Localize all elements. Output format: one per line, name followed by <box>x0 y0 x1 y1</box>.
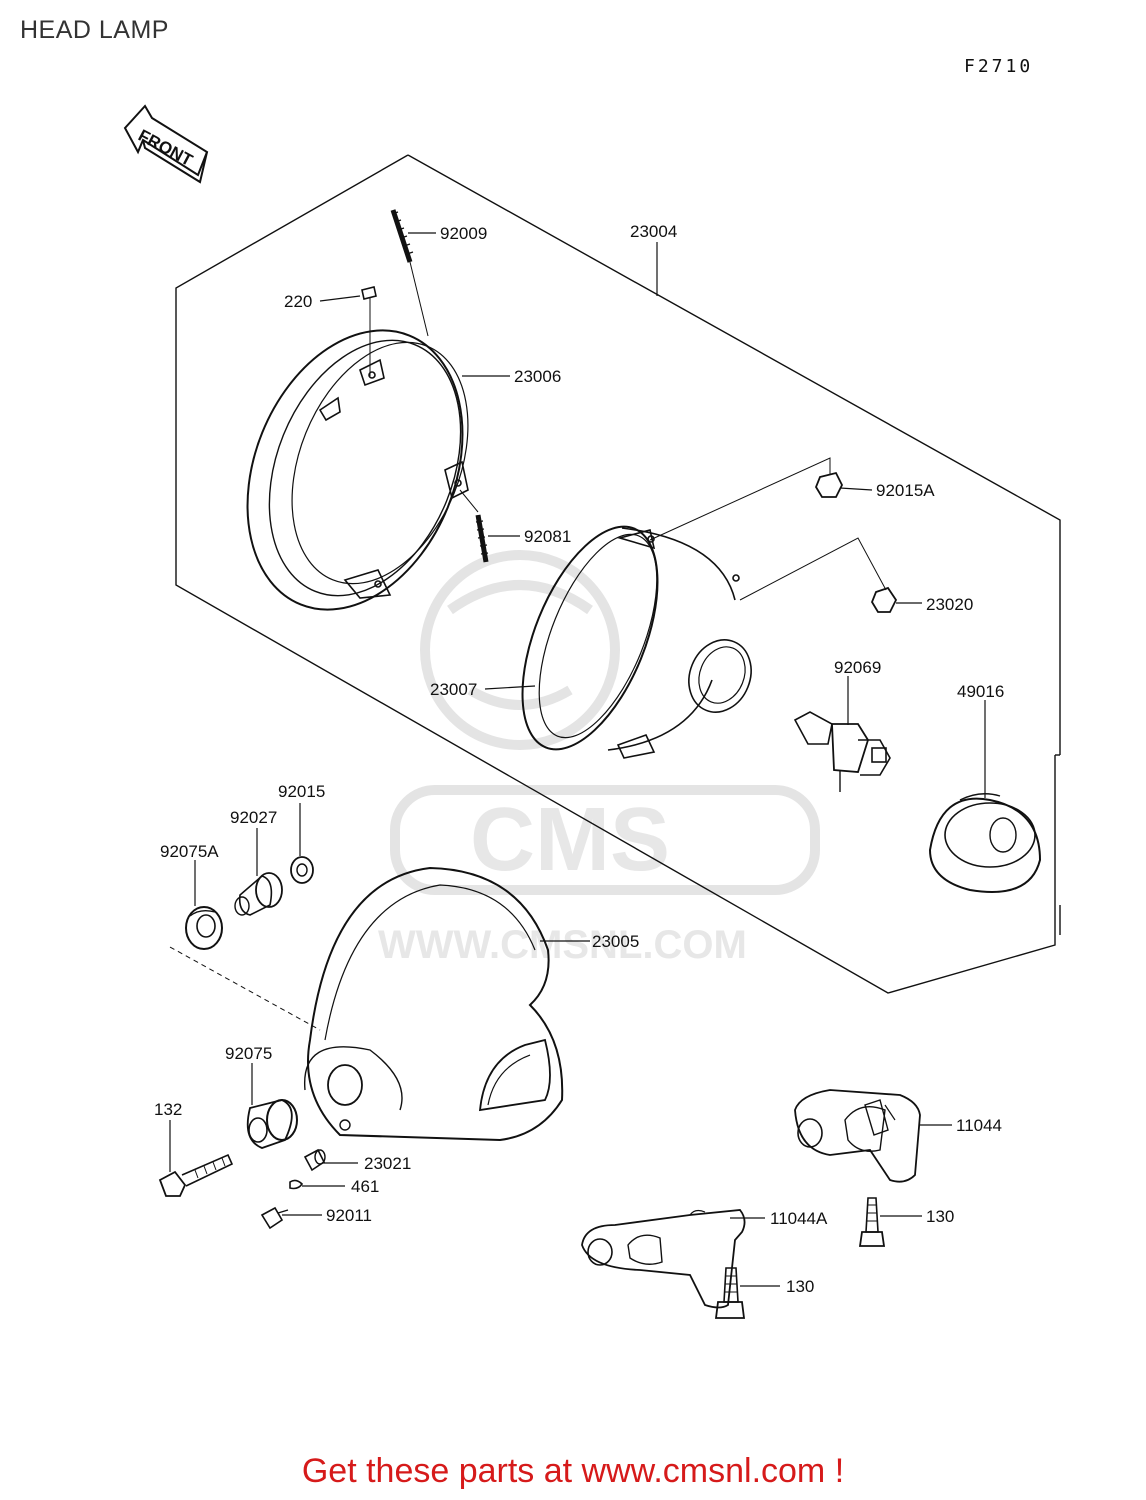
figure-code: F2710 <box>964 56 1034 77</box>
bracket-11044a <box>581 1209 746 1309</box>
part-label: 92015 <box>278 782 325 801</box>
nut-92015 <box>290 856 314 884</box>
footer-link[interactable]: Get these parts at www.cmsnl.com ! <box>301 1452 845 1490</box>
nut-23020 <box>870 586 898 613</box>
page-title: HEAD LAMP <box>20 16 169 44</box>
clip-461 <box>289 1179 304 1190</box>
part-label: 92015A <box>876 481 935 500</box>
part-label: 92027 <box>230 808 277 827</box>
bulb-92069 <box>793 711 891 792</box>
part-label: 11044A <box>770 1209 828 1228</box>
grommet-92075a <box>185 906 223 950</box>
part-label: 461 <box>351 1177 379 1196</box>
bolt-130-upper <box>858 1197 886 1247</box>
watermark-logo: CMS <box>470 790 670 890</box>
headlamp-housing-23005 <box>304 866 564 1142</box>
nut-92015a <box>814 471 844 498</box>
part-label: 92081 <box>524 527 571 546</box>
part-label: 23006 <box>514 367 561 386</box>
screw-220 <box>361 286 377 376</box>
part-label: 220 <box>284 292 312 311</box>
part-label: 23005 <box>592 932 639 951</box>
bracket-11044 <box>794 1089 921 1183</box>
bolt-130-lower <box>714 1267 746 1319</box>
part-labels: 92009 23004 220 23006 92015A 92081 23020… <box>154 222 1004 1296</box>
watermark-url: WWW.CMSNL.COM <box>378 923 747 967</box>
part-label: 92011 <box>326 1206 372 1225</box>
part-label: 23004 <box>630 222 677 241</box>
part-label: 130 <box>926 1207 954 1226</box>
watermark <box>390 550 820 895</box>
part-label: 23020 <box>926 595 973 614</box>
reflector-23007 <box>521 525 752 759</box>
part-label: 23007 <box>430 680 477 699</box>
collar-92027 <box>234 872 283 916</box>
dust-cap-49016 <box>928 793 1042 893</box>
adjuster-leaders <box>649 457 887 601</box>
headlamp-rim-23006 <box>246 329 469 611</box>
spring-92081 <box>459 489 489 563</box>
bushing-23021 <box>303 1148 326 1172</box>
assembly-outline <box>175 154 1061 994</box>
part-label: 92009 <box>440 224 487 243</box>
label-leaders <box>169 232 986 1287</box>
part-label: 92069 <box>834 658 881 677</box>
grommet-92075 <box>246 1099 298 1149</box>
part-label: 23021 <box>364 1154 411 1173</box>
part-label: 92075 <box>225 1044 272 1063</box>
screw-92011 <box>260 1206 289 1230</box>
part-label: 130 <box>786 1277 814 1296</box>
bolt-132 <box>158 1153 234 1197</box>
screw-92009 <box>390 209 429 337</box>
part-label: 11044 <box>956 1116 1002 1135</box>
assembly-dash-line <box>169 946 321 1031</box>
part-label: 49016 <box>957 682 1004 701</box>
part-label: 132 <box>154 1100 182 1119</box>
part-label: 92075A <box>160 842 219 861</box>
front-direction-arrow: FRONT <box>123 104 209 184</box>
